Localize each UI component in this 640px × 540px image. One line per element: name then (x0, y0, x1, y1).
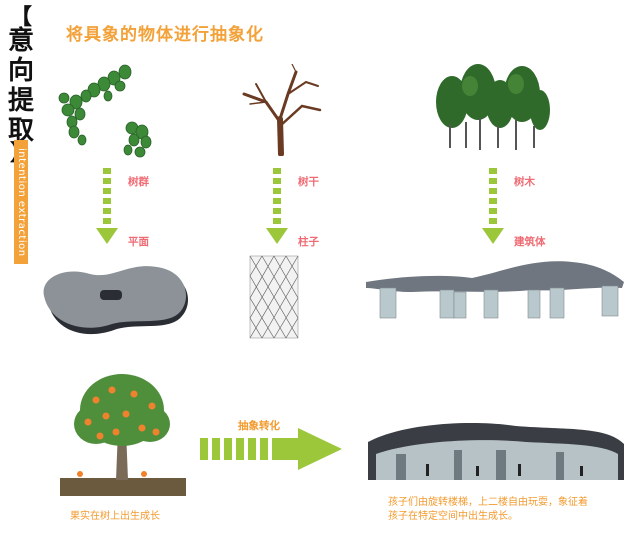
label-building: 建筑体 (514, 236, 546, 248)
abstraction-arrow-icon (200, 428, 342, 470)
label-trees: 树木 (514, 176, 535, 188)
label-tree-cluster: 树群 (128, 176, 149, 188)
label-plane: 平面 (128, 236, 149, 248)
label-tree-trunk: 树干 (298, 176, 319, 188)
side-title-char-2: 向 (7, 56, 34, 86)
forest-icon (436, 64, 550, 150)
fruit-tree-icon (60, 374, 186, 496)
side-title-char-3: 提 (7, 86, 34, 116)
lattice-column-icon (249, 255, 299, 339)
down-arrow-1-icon (96, 168, 118, 244)
building-caption-line-2: 孩子在特定空间中出生成长。 (388, 511, 518, 522)
main-title: 将具象的物体进行抽象化 (66, 25, 264, 45)
building-canopy-icon (366, 261, 624, 319)
side-band-text: intention extraction (16, 147, 27, 257)
side-title-bracket-open: 【 (9, 5, 32, 30)
fruit-caption: 果实在树上出生成长 (70, 511, 160, 522)
side-band: intention extraction (14, 140, 28, 264)
down-arrow-2-icon (266, 168, 288, 244)
bare-tree-icon (242, 64, 322, 156)
tree-cluster-icon (58, 64, 152, 158)
building-interior-icon (368, 423, 624, 480)
abstraction-label: 抽象转化 (238, 420, 280, 432)
building-caption-line-1: 孩子们由旋转楼梯，上二楼自由玩耍，象征着 (388, 497, 588, 508)
side-title-char-1: 意 (7, 26, 34, 56)
label-column: 柱子 (298, 236, 319, 248)
down-arrow-3-icon (482, 168, 504, 244)
plane-slab-icon (43, 266, 188, 335)
